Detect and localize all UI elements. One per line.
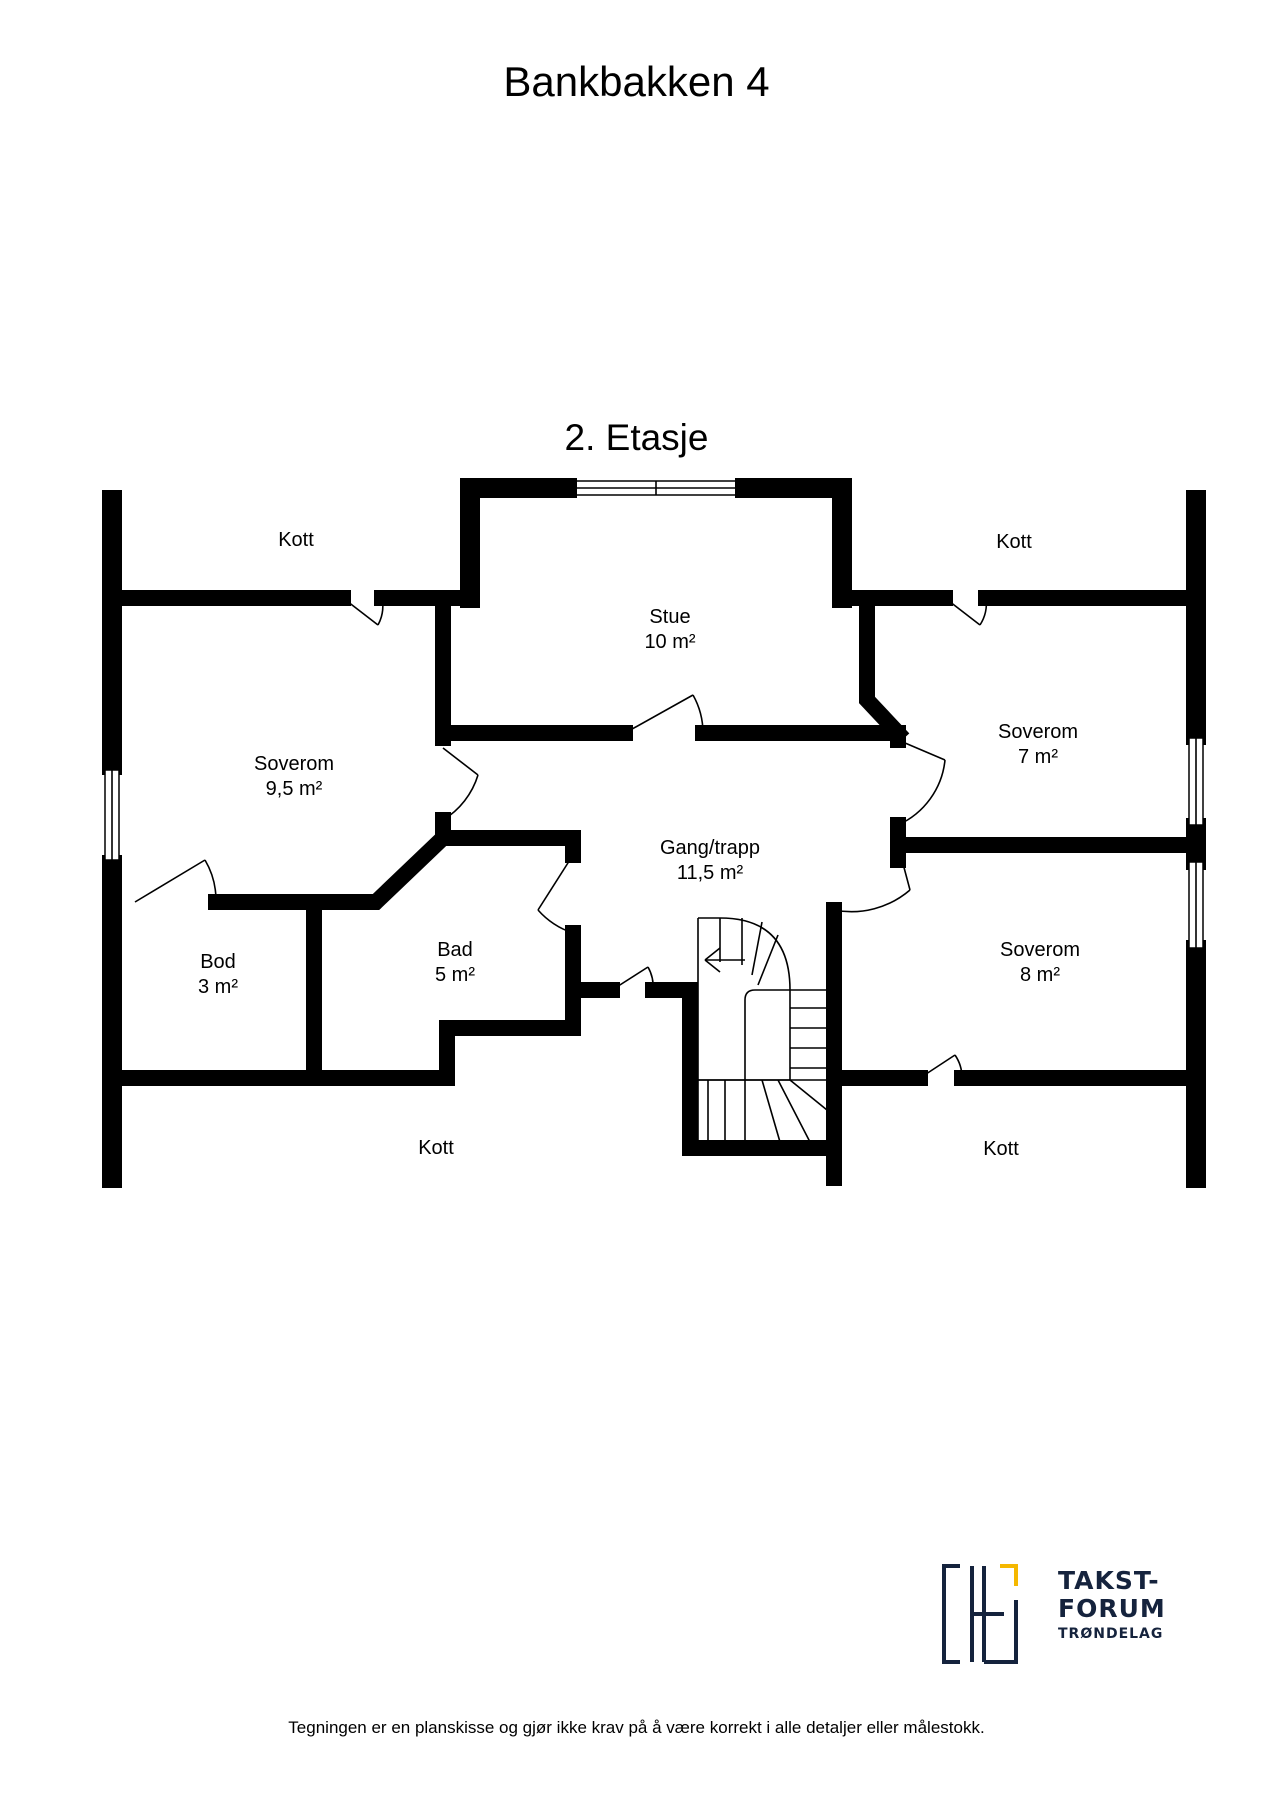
- logo-bracket-left: [942, 1564, 960, 1664]
- room-area: 7 m²: [1018, 746, 1058, 768]
- room-name: Soverom: [997, 721, 1079, 743]
- door-soverom-top-right: [897, 739, 946, 826]
- room-area: 5 m²: [435, 964, 475, 986]
- windows: [104, 480, 1204, 949]
- room-name: Gang/trapp: [659, 837, 761, 859]
- logo-line-2: FORUM: [1058, 1594, 1166, 1623]
- dormer-walls: [460, 478, 852, 608]
- room-bad: Bad 5 m²: [435, 938, 475, 988]
- room-gang-trapp: Gang/trapp 11,5 m²: [660, 836, 760, 886]
- door-bad: [537, 854, 574, 934]
- room-kott-bottom-left: Kott: [418, 1136, 454, 1161]
- room-area: 8 m²: [1020, 964, 1060, 986]
- room-name: Soverom: [999, 939, 1081, 961]
- disclaimer-text: Tegningen er en planskisse og gjør ikke …: [288, 1718, 985, 1737]
- room-area: 9,5 m²: [265, 778, 323, 800]
- logo-accent: [1000, 1564, 1018, 1586]
- door-kott-top-right: [944, 597, 988, 626]
- room-kott-top-left: Kott: [278, 528, 314, 553]
- room-bod: Bod 3 m²: [198, 950, 238, 1000]
- door-kott-bottom-right: [919, 1054, 963, 1079]
- door-soverom-left: [442, 747, 479, 821]
- room-area: 3 m²: [198, 976, 238, 998]
- room-soverom-left: Soverom 9,5 m²: [254, 752, 334, 802]
- room-name: Soverom: [253, 753, 335, 775]
- doors: [134, 597, 988, 1079]
- floor-title: 2. Etasje: [564, 417, 709, 458]
- door-soverom-bottom-right: [833, 844, 911, 913]
- page-title: Bankbakken 4: [503, 58, 770, 105]
- room-stue: Stue 10 m²: [644, 605, 695, 655]
- logo-line-1: TAKST-: [1058, 1566, 1160, 1595]
- room-area: 11,5 m²: [676, 862, 744, 884]
- room-area: 10 m²: [644, 631, 696, 653]
- door-gang-bottom: [611, 966, 654, 991]
- room-name: Kott: [418, 1137, 454, 1159]
- door-kott-top-left: [342, 597, 384, 626]
- room-kott-top-right: Kott: [996, 530, 1032, 555]
- room-name: Stue: [649, 606, 691, 628]
- room-kott-bottom-right: Kott: [983, 1137, 1019, 1162]
- interior-walls: [114, 590, 1194, 1186]
- room-name: Kott: [983, 1138, 1019, 1160]
- logo-line-3: TRØNDELAG: [1058, 1626, 1164, 1642]
- room-name: Kott: [996, 531, 1032, 553]
- room-soverom-top-right: Soverom 7 m²: [998, 720, 1078, 770]
- door-stue: [624, 694, 704, 734]
- logo-wordmark: TAKST- FORUM TRØNDELAG: [1058, 1568, 1166, 1641]
- room-name: Bod: [200, 951, 236, 973]
- room-name: Kott: [278, 529, 314, 551]
- door-bod: [134, 859, 217, 903]
- outer-walls: [102, 490, 1206, 1188]
- room-name: Bad: [437, 939, 473, 961]
- staircase: [697, 917, 828, 1143]
- takst-forum-logo: [942, 1564, 1018, 1664]
- room-soverom-bottom-right: Soverom 8 m²: [1000, 938, 1080, 988]
